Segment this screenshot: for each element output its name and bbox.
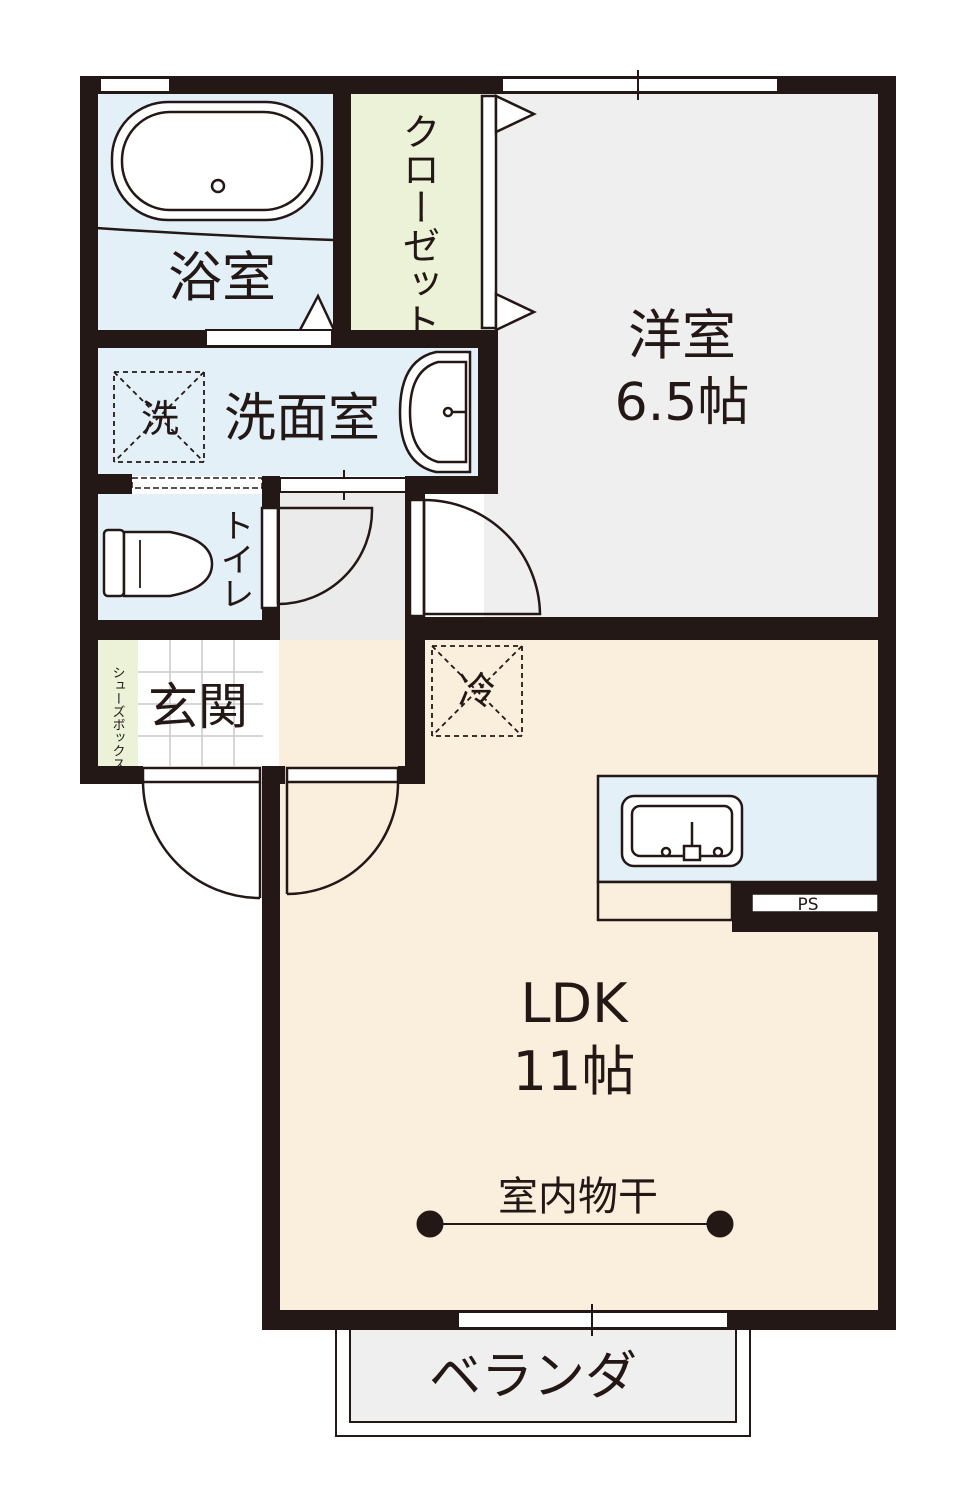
kitchen-counter	[596, 774, 880, 922]
washroom-label: 洗面室	[224, 389, 380, 449]
fridge-mark: 冷	[458, 669, 496, 713]
indoor-drying-label: 室内物干	[498, 1174, 658, 1220]
wash-basin	[398, 350, 472, 474]
shoe-box-label: シューズボックス	[110, 666, 125, 770]
washer-mark: 洗	[141, 397, 179, 441]
ldk-label: LDK	[520, 972, 629, 1035]
veranda	[335, 1325, 751, 1437]
washroom-sliding-door	[279, 477, 407, 493]
toilet-label: トイレ	[214, 508, 254, 610]
washing-machine-space	[113, 371, 205, 463]
ps-label: PS	[797, 895, 818, 915]
western-room-floor	[484, 92, 878, 627]
bathtub	[95, 100, 335, 242]
toilet-door	[260, 506, 374, 610]
veranda-label: ベランダ	[429, 1347, 637, 1407]
toilet-fixture	[102, 528, 214, 598]
ps-box	[751, 893, 879, 913]
walls	[80, 76, 896, 1330]
indoor-drying-line	[416, 1210, 734, 1238]
ldk-floor-upper	[425, 627, 878, 782]
closet-floor	[351, 92, 484, 332]
entrance-door	[141, 766, 262, 900]
western-room-door	[408, 498, 542, 618]
closet-label: クローゼット	[396, 112, 440, 340]
ldk-door	[285, 766, 400, 896]
closet-doors	[480, 94, 537, 332]
bath-label: 浴室	[168, 246, 276, 309]
windows	[99, 70, 779, 1336]
ldk-size: 11帖	[513, 1040, 636, 1103]
western-room-label: 洋室	[628, 304, 736, 367]
washroom-threshold	[131, 477, 263, 489]
entrance-floor	[138, 640, 263, 766]
entrance-label: 玄関	[148, 678, 248, 736]
bath-door-arrow	[298, 293, 336, 331]
refrigerator-space	[431, 645, 523, 737]
bath-door	[205, 329, 333, 347]
entrance-tiles	[138, 640, 263, 766]
western-room-size: 6.5帖	[615, 373, 750, 433]
shoe-box-floor	[96, 640, 138, 766]
